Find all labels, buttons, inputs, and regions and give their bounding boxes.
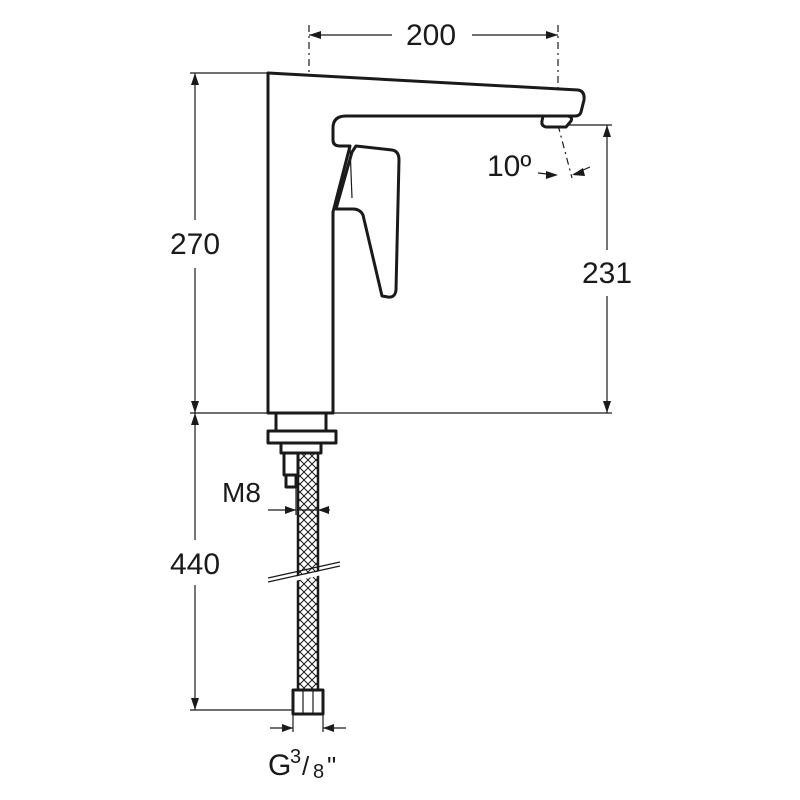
dimension-spout-reach: 200 (309, 19, 558, 52)
flexible-hose (267, 451, 341, 716)
dimension-hose-length: 440 (170, 413, 220, 710)
dimension-outlet-height: 231 (582, 125, 632, 413)
dimension-spout-angle: 10º (487, 150, 591, 183)
threaded-stud (282, 451, 300, 477)
mounting-washer (266, 429, 338, 445)
faucet-body (266, 71, 586, 415)
dimension-connection-num: 3 (290, 746, 301, 768)
dimension-thread-stud: M8 (222, 477, 330, 515)
dimension-spout-angle-label: 10º (487, 150, 531, 183)
dimension-connection-slash: / (302, 751, 310, 781)
dimension-outlet-height-label: 231 (582, 257, 632, 290)
aerator (540, 114, 574, 129)
dimension-connection-den: 8 (313, 761, 324, 783)
mounting-shank (274, 411, 328, 433)
dimension-connection: G 3 / 8 " (268, 714, 346, 783)
dimension-hose-length-label: 440 (170, 548, 220, 581)
extension-lines (190, 72, 612, 711)
mounting-hardware (266, 411, 338, 489)
dimension-total-height-label: 270 (170, 228, 220, 261)
dimension-spout-reach-label: 200 (406, 19, 456, 52)
dimension-connection-inch: " (327, 751, 336, 781)
dimension-connection-main: G (268, 749, 291, 782)
dimension-thread-stud-label: M8 (222, 477, 261, 508)
hose-nut (291, 688, 325, 716)
dimension-total-height: 270 (170, 73, 220, 413)
